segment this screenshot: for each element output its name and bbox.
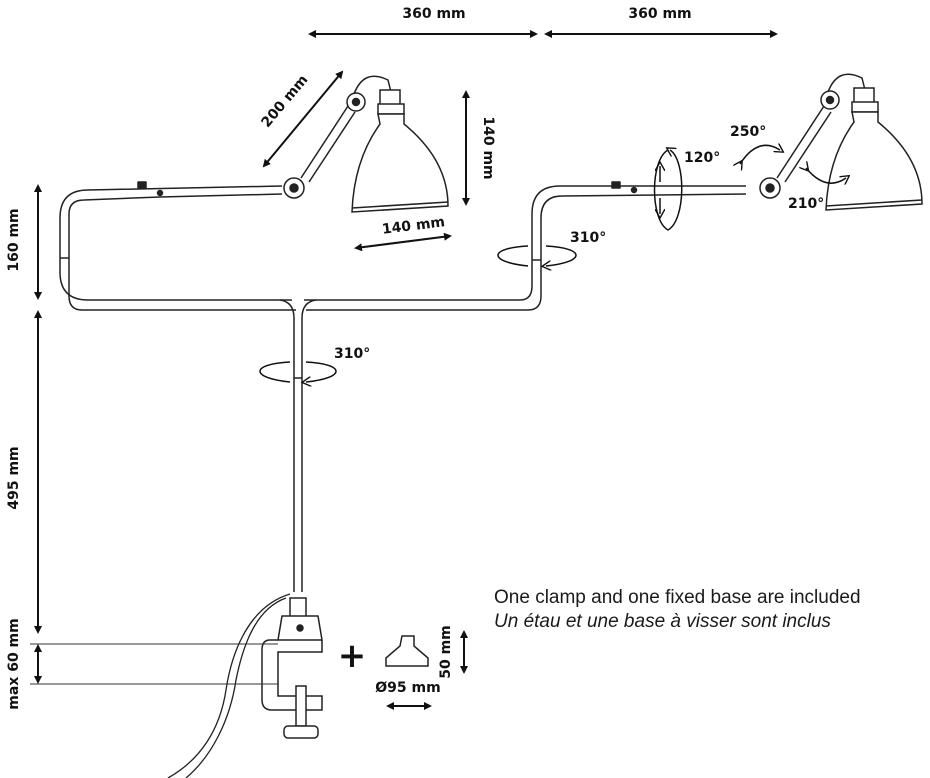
note-french: Un étau et une base à visser sont inclus — [494, 611, 831, 632]
clamp-frame — [261, 639, 323, 711]
right-arm-tilt-arrow — [653, 150, 683, 231]
shade-height: 140 mm — [480, 116, 496, 179]
right-elbow-rotation-arrow — [497, 245, 577, 266]
rotation-arrows — [259, 145, 846, 382]
shade-diameter-dimension-line — [354, 232, 452, 252]
right-shade-tilt-arrow — [806, 168, 846, 183]
right-arm-tilt-label: 120° — [684, 150, 720, 166]
right-head-swivel-label: 250° — [730, 124, 766, 140]
lamp-structure — [59, 181, 747, 592]
base-diameter: Ø95 mm — [375, 680, 440, 696]
vertical-offset: 160 mm — [6, 208, 22, 271]
dimension-lines — [34, 30, 778, 710]
note-english: One clamp and one fixed base are include… — [494, 587, 861, 608]
arm-right-length: 360 mm — [628, 6, 691, 22]
base-height: 50 mm — [438, 625, 454, 679]
right-lamp-head — [759, 73, 923, 211]
clamp-max: max 60 mm — [6, 618, 22, 709]
stem — [293, 318, 303, 592]
right-shade — [825, 111, 923, 211]
fixed-base — [385, 635, 429, 667]
right-shade-tilt-label: 210° — [788, 196, 824, 212]
left-arm-tube-inner — [68, 196, 296, 311]
right-arm-tube-inner — [306, 193, 747, 311]
left-shade — [351, 113, 449, 213]
right-head-swivel-arrow — [740, 145, 780, 164]
right-arm-tube — [304, 185, 746, 301]
extension-lines — [30, 643, 278, 685]
power-cable — [167, 593, 291, 778]
left-arm-tube — [59, 185, 292, 301]
clamp — [261, 597, 323, 739]
stem-height: 495 mm — [6, 446, 22, 509]
arm-left-length: 360 mm — [402, 6, 465, 22]
stem-rotation-arrow — [259, 361, 337, 382]
plus-symbol: + — [338, 636, 367, 676]
junction — [279, 299, 317, 319]
included-items-note: One clamp and one fixed base are include… — [494, 586, 914, 634]
right-elbow-rotation-label: 310° — [570, 230, 606, 246]
lamp-arm-dimension-line — [262, 70, 344, 168]
lamp-arm-length: 200 mm — [258, 72, 311, 131]
shade-diameter: 140 mm — [381, 214, 446, 238]
stem-rotation-label: 310° — [334, 346, 370, 362]
left-lamp-head — [283, 75, 449, 213]
